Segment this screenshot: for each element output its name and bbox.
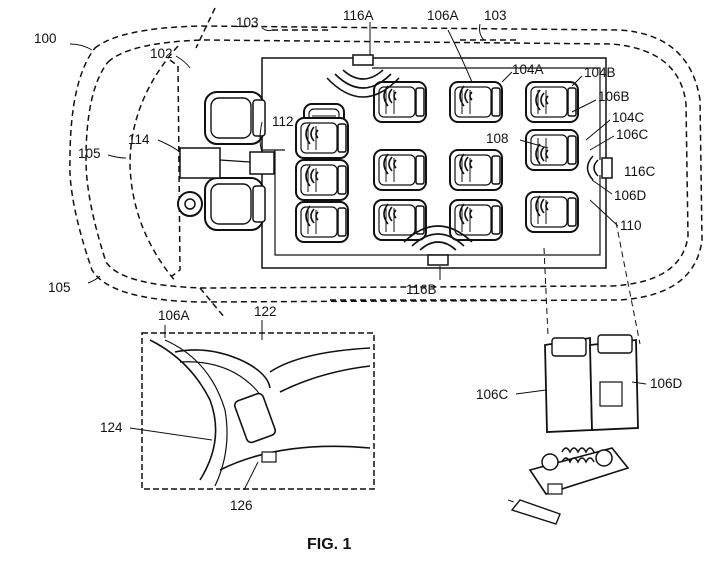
label-100: 100 <box>34 31 57 46</box>
module-112 <box>249 151 275 175</box>
control-unit-114 <box>179 147 221 179</box>
antenna-116c <box>586 155 613 181</box>
label-104b: 104B <box>584 65 616 80</box>
label-105-bottom: 105 <box>48 280 71 295</box>
label-112: 112 <box>272 114 294 129</box>
label-106a-top: 106A <box>427 8 459 23</box>
label-108: 108 <box>486 131 509 146</box>
label-126: 126 <box>230 498 253 513</box>
figure-caption: FIG. 1 <box>307 536 352 553</box>
label-103-left: 103 <box>236 15 259 30</box>
reference-labels: 100 103 116A 106A 103 102 104A 104B 106B… <box>34 8 683 553</box>
antenna-116a <box>326 54 400 98</box>
front-seats <box>177 91 266 231</box>
label-116a: 116A <box>343 8 374 23</box>
label-103-right: 103 <box>484 8 507 23</box>
label-106b: 106B <box>598 89 630 104</box>
rear-seats <box>295 81 579 243</box>
label-122: 122 <box>254 304 277 319</box>
label-114: 114 <box>128 132 150 147</box>
label-105-top: 105 <box>78 146 101 161</box>
label-106c-detail: 106C <box>476 387 509 402</box>
label-106a-inset: 106A <box>158 308 190 323</box>
vehicle-outline <box>69 7 703 319</box>
label-110: 110 <box>620 218 642 233</box>
label-106d-detail: 106D <box>650 376 683 391</box>
label-102: 102 <box>150 46 173 61</box>
leader-lines <box>69 22 619 284</box>
label-116b: 116B <box>406 282 437 297</box>
label-124: 124 <box>100 420 123 435</box>
buckle-detail <box>507 221 647 525</box>
label-106d: 106D <box>614 188 647 203</box>
inset-buckle-detail <box>129 320 375 491</box>
antenna-116b <box>403 225 473 266</box>
label-106c: 106C <box>616 127 649 142</box>
label-104a: 104A <box>512 62 544 77</box>
label-104c: 104C <box>612 110 645 125</box>
label-116c: 116C <box>624 164 656 179</box>
